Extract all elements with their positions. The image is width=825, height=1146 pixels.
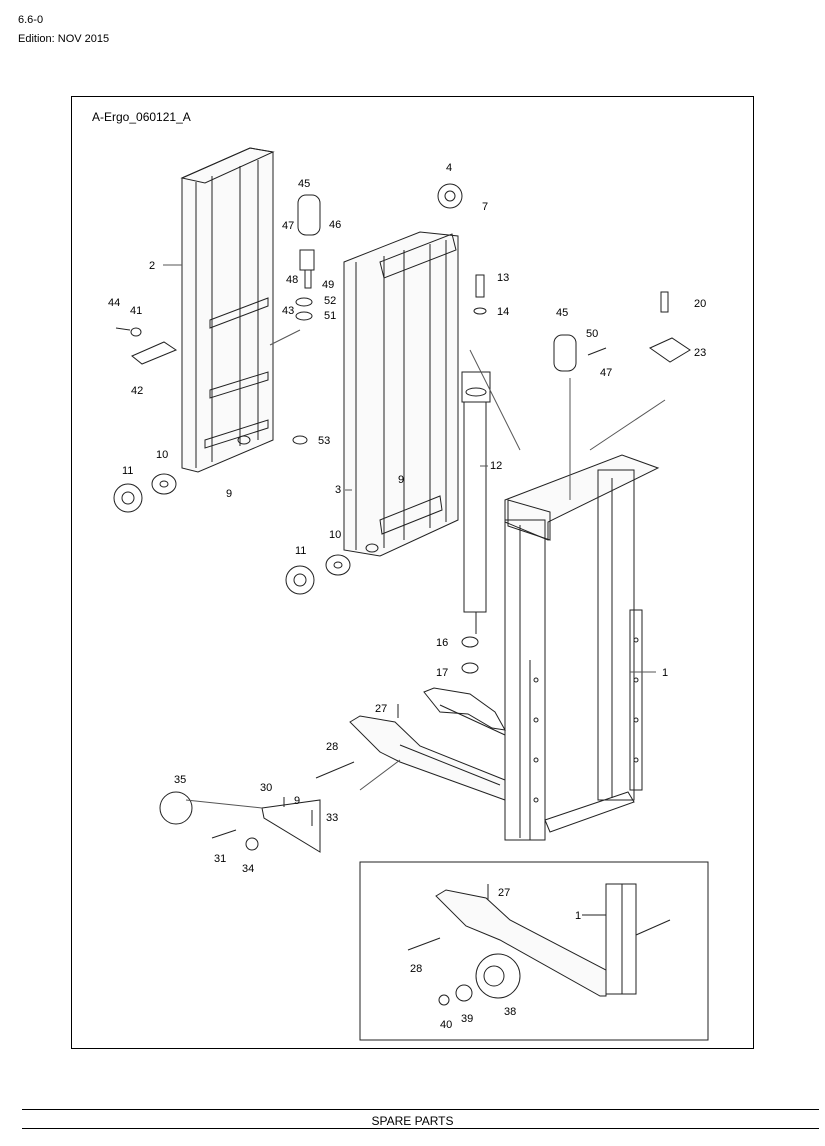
callout-45b: 45 bbox=[556, 307, 568, 319]
footer-rule-bottom bbox=[22, 1128, 819, 1129]
drawing-frame bbox=[71, 96, 754, 1049]
footer-rule-top bbox=[22, 1109, 819, 1110]
callout-30: 30 bbox=[260, 782, 272, 794]
callout-28b: 28 bbox=[410, 963, 422, 975]
callout-49: 49 bbox=[322, 279, 334, 291]
callout-47a: 47 bbox=[282, 220, 294, 232]
drawing-title: A-Ergo_060121_A bbox=[92, 110, 191, 124]
callout-31: 31 bbox=[214, 853, 226, 865]
callout-40: 40 bbox=[440, 1019, 452, 1031]
callout-28a: 28 bbox=[326, 741, 338, 753]
leader-lines bbox=[163, 264, 666, 809]
callout-3: 3 bbox=[335, 484, 341, 496]
callout-48: 48 bbox=[286, 274, 298, 286]
callout-9b: 9 bbox=[398, 474, 404, 486]
callout-27b: 27 bbox=[498, 887, 510, 899]
callout-20: 20 bbox=[694, 298, 706, 310]
callout-43: 43 bbox=[282, 305, 294, 317]
callout-45a: 45 bbox=[298, 178, 310, 190]
callout-14: 14 bbox=[497, 306, 509, 318]
callout-42: 42 bbox=[131, 385, 143, 397]
callout-2: 2 bbox=[149, 260, 155, 272]
callout-12: 12 bbox=[490, 460, 502, 472]
callout-10a: 10 bbox=[156, 449, 168, 461]
callout-38: 38 bbox=[504, 1006, 516, 1018]
lift-cylinder bbox=[461, 371, 491, 634]
chassis-frame bbox=[504, 454, 660, 841]
callout-13: 13 bbox=[497, 272, 509, 284]
callout-11b: 11 bbox=[295, 545, 306, 557]
callout-7: 7 bbox=[482, 201, 488, 213]
callout-50: 50 bbox=[586, 328, 598, 340]
callout-10b: 10 bbox=[329, 529, 341, 541]
footer-label: SPARE PARTS bbox=[371, 1114, 454, 1128]
mast-rollers bbox=[113, 183, 463, 595]
callout-34: 34 bbox=[242, 863, 254, 875]
callout-9a: 9 bbox=[226, 488, 232, 500]
page-number: 6.6-0 bbox=[18, 14, 44, 26]
callout-53: 53 bbox=[318, 435, 330, 447]
callout-51: 51 bbox=[324, 310, 336, 322]
callout-1-inset: 1 bbox=[575, 910, 581, 922]
callout-35: 35 bbox=[174, 774, 186, 786]
fork-arms bbox=[349, 687, 506, 801]
callout-46: 46 bbox=[329, 219, 341, 231]
callout-23: 23 bbox=[694, 347, 706, 359]
callout-52: 52 bbox=[324, 295, 336, 307]
callout-17: 17 bbox=[436, 667, 448, 679]
callout-4: 4 bbox=[446, 162, 452, 174]
callout-16: 16 bbox=[436, 637, 448, 649]
callout-33: 33 bbox=[326, 812, 338, 824]
callout-39: 39 bbox=[461, 1013, 473, 1025]
callout-labels: 1 2 3 4 7 9 9 9 10 10 11 11 12 13 14 16 … bbox=[108, 162, 706, 1031]
mast-section-left bbox=[180, 147, 275, 473]
callout-1: 1 bbox=[662, 667, 668, 679]
callout-41: 41 bbox=[130, 305, 142, 317]
callout-9c: 9 bbox=[294, 795, 300, 807]
fasteners bbox=[115, 194, 691, 853]
callout-11a: 11 bbox=[122, 465, 133, 477]
callout-44: 44 bbox=[108, 297, 120, 309]
edition-label: Edition: NOV 2015 bbox=[18, 33, 110, 45]
callout-27a: 27 bbox=[375, 703, 387, 715]
mast-section-middle bbox=[343, 231, 459, 557]
callout-47b: 47 bbox=[600, 367, 612, 379]
inset-detail bbox=[359, 861, 709, 1041]
